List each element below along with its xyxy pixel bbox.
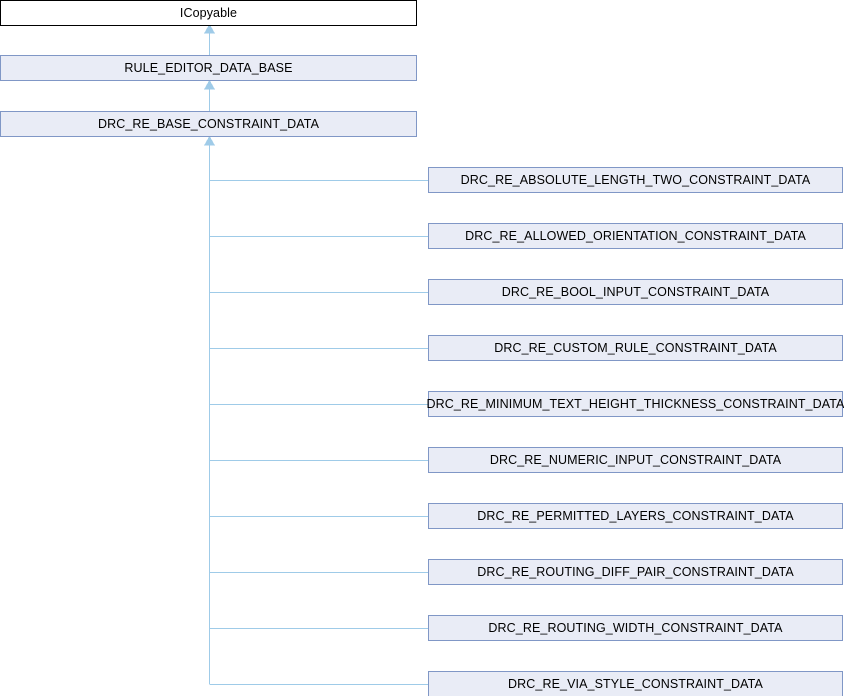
class-node-label: DRC_RE_BOOL_INPUT_CONSTRAINT_DATA	[501, 284, 770, 299]
class-node-drc-re-absolute-length-two-constraint-data[interactable]: DRC_RE_ABSOLUTE_LENGTH_TWO_CONSTRAINT_DA…	[428, 167, 843, 193]
class-node-drc-re-numeric-input-constraint-data[interactable]: DRC_RE_NUMERIC_INPUT_CONSTRAINT_DATA	[428, 447, 843, 473]
arrowhead-rule-editor	[203, 79, 216, 90]
class-node-drc-re-minimum-text-height-thickness-constraint-data[interactable]: DRC_RE_MINIMUM_TEXT_HEIGHT_THICKNESS_CON…	[426, 391, 844, 417]
class-node-drc-re-routing-width-constraint-data[interactable]: DRC_RE_ROUTING_WIDTH_CONSTRAINT_DATA	[428, 615, 843, 641]
class-node-label: DRC_RE_ROUTING_WIDTH_CONSTRAINT_DATA	[488, 620, 783, 635]
class-node-label: DRC_RE_BASE_CONSTRAINT_DATA	[97, 116, 320, 131]
class-node-label: DRC_RE_MINIMUM_TEXT_HEIGHT_THICKNESS_CON…	[426, 396, 844, 411]
arrowhead-base-constraint	[203, 135, 216, 146]
class-node-drc-re-via-style-constraint-data[interactable]: DRC_RE_VIA_STYLE_CONSTRAINT_DATA	[428, 671, 843, 696]
class-node-drc-re-allowed-orientation-constraint-data[interactable]: DRC_RE_ALLOWED_ORIENTATION_CONSTRAINT_DA…	[428, 223, 843, 249]
class-node-drc-re-custom-rule-constraint-data[interactable]: DRC_RE_CUSTOM_RULE_CONSTRAINT_DATA	[428, 335, 843, 361]
class-node-label: DRC_RE_CUSTOM_RULE_CONSTRAINT_DATA	[494, 340, 777, 355]
arrowhead-icopyable	[203, 23, 216, 34]
class-node-label: DRC_RE_PERMITTED_LAYERS_CONSTRAINT_DATA	[477, 508, 794, 523]
class-node-label: ICopyable	[179, 5, 238, 20]
class-node-drc-re-base-constraint-data[interactable]: DRC_RE_BASE_CONSTRAINT_DATA	[0, 111, 417, 137]
class-node-icopyable[interactable]: ICopyable	[0, 0, 417, 26]
class-node-drc-re-bool-input-constraint-data[interactable]: DRC_RE_BOOL_INPUT_CONSTRAINT_DATA	[428, 279, 843, 305]
class-node-rule-editor-data-base[interactable]: RULE_EDITOR_DATA_BASE	[0, 55, 417, 81]
class-node-drc-re-permitted-layers-constraint-data[interactable]: DRC_RE_PERMITTED_LAYERS_CONSTRAINT_DATA	[428, 503, 843, 529]
class-node-label: DRC_RE_NUMERIC_INPUT_CONSTRAINT_DATA	[489, 452, 782, 467]
class-node-drc-re-routing-diff-pair-constraint-data[interactable]: DRC_RE_ROUTING_DIFF_PAIR_CONSTRAINT_DATA	[428, 559, 843, 585]
class-node-label: RULE_EDITOR_DATA_BASE	[124, 60, 293, 75]
class-node-label: DRC_RE_ABSOLUTE_LENGTH_TWO_CONSTRAINT_DA…	[460, 172, 811, 187]
class-node-label: DRC_RE_ROUTING_DIFF_PAIR_CONSTRAINT_DATA	[477, 564, 794, 579]
class-node-label: DRC_RE_ALLOWED_ORIENTATION_CONSTRAINT_DA…	[465, 228, 806, 243]
class-node-label: DRC_RE_VIA_STYLE_CONSTRAINT_DATA	[508, 676, 763, 691]
